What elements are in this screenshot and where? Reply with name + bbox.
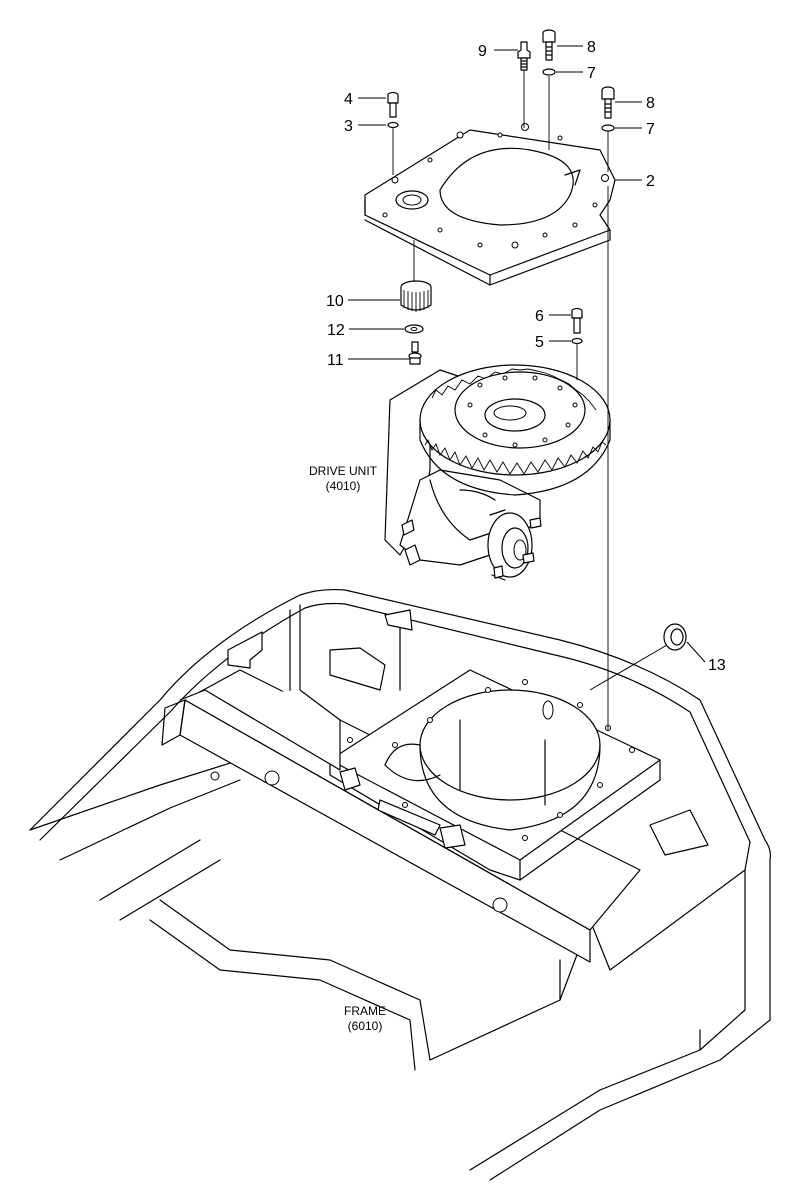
- callout-10: 10: [326, 293, 344, 310]
- washer-3: [387, 121, 399, 129]
- callout-2: 2: [646, 173, 655, 190]
- bolt-8-lower: [601, 86, 615, 119]
- callout-3: 3: [344, 118, 353, 135]
- ring-gear-bolt-holes: [467, 375, 578, 448]
- washer-5: [571, 337, 583, 345]
- top-bracket: [384, 609, 413, 631]
- pinion-gear-10: [400, 280, 432, 312]
- bolt-4: [387, 91, 399, 118]
- seal-ring-13: [663, 623, 687, 651]
- callout-11: 11: [327, 352, 344, 369]
- stud-9: [517, 41, 531, 71]
- left-bracket: [227, 631, 263, 669]
- leader-lines: [348, 45, 706, 691]
- callout-12: 12: [327, 322, 345, 339]
- callout-7-upper: 7: [587, 65, 596, 82]
- callout-4: 4: [344, 91, 353, 108]
- frame-code: (6010): [348, 1019, 383, 1033]
- callout-9: 9: [478, 43, 487, 60]
- callout-8-lower: 8: [646, 95, 655, 112]
- bolt-6: [571, 307, 583, 334]
- drive-unit-code: (4010): [326, 479, 361, 493]
- nut-11: [408, 341, 422, 365]
- callout-5: 5: [535, 334, 544, 351]
- washer-7-upper: [542, 68, 556, 76]
- washer-7-lower: [601, 124, 615, 132]
- frame-label: FRAME: [344, 1004, 386, 1018]
- drive-unit: [384, 364, 611, 581]
- frame-assembly: [29, 588, 772, 1181]
- drive-unit-label: DRIVE UNIT: [309, 464, 378, 478]
- alignment-lines: [392, 70, 609, 730]
- inner-step: [329, 647, 386, 691]
- callouts: 9 8 7 4 3 8 7 2 10 6 12 5 11 13: [326, 39, 726, 674]
- side-plate: [649, 809, 709, 856]
- callout-8-upper: 8: [587, 39, 596, 56]
- mounting-plate: [364, 123, 616, 286]
- part-labels: DRIVE UNIT (4010) FRAME (6010): [309, 464, 386, 1033]
- plate-bolt-holes: [382, 123, 609, 249]
- callout-13: 13: [708, 657, 726, 674]
- bolt-8-upper: [542, 29, 556, 61]
- callout-6: 6: [535, 308, 544, 325]
- callout-7-lower: 7: [646, 121, 655, 138]
